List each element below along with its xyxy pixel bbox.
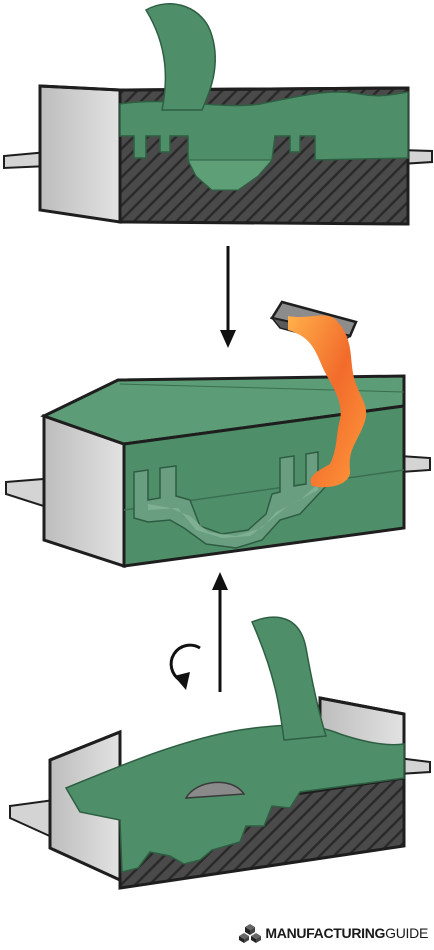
cope-mold	[9, 616, 431, 890]
cube-stack-icon	[239, 924, 262, 943]
arrow-down-icon	[220, 246, 236, 348]
mold-cavity	[133, 451, 330, 549]
sprue-pin	[144, 3, 216, 111]
flask-end-face	[38, 84, 122, 224]
sand-surface	[64, 724, 405, 873]
mold-top-face	[40, 374, 406, 446]
brand-name-light: GUIDE	[385, 925, 428, 941]
pattern-imprint	[187, 159, 274, 191]
rotate-ccw-icon	[169, 643, 201, 690]
brand-name-bold: MANUFACTURING	[265, 925, 386, 941]
flask-top-edge	[49, 696, 405, 762]
brand-logo: MANUFACTURINGGUIDE	[239, 922, 428, 944]
flask-rail-left	[9, 798, 55, 840]
flask-top-edge	[39, 84, 409, 92]
molten-metal-stream	[288, 315, 367, 488]
pattern-imprint	[184, 781, 246, 799]
arrow-up-icon	[212, 572, 228, 692]
closed-mold	[5, 300, 431, 569]
riser-pin	[251, 616, 327, 741]
drag-mold	[3, 3, 433, 226]
brand-name: MANUFACTURINGGUIDE	[265, 926, 428, 940]
